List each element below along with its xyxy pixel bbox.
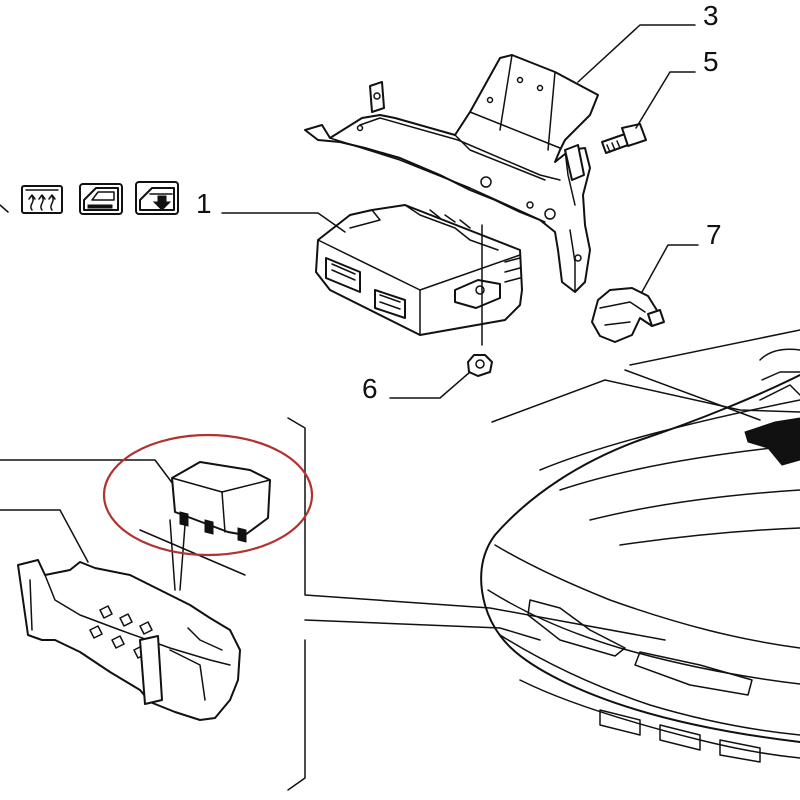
callout-number-7: 7 <box>706 219 722 250</box>
location-bracket-lines <box>287 417 666 791</box>
rear-defroster-icon <box>21 185 63 214</box>
part-1-control-unit <box>315 204 523 336</box>
door-lock-icon <box>79 183 123 215</box>
callout-number-6: 6 <box>362 373 378 404</box>
part-7-clip <box>591 287 665 343</box>
part-6-nut <box>467 354 493 377</box>
function-icons <box>0 181 179 215</box>
callout-number-5: 5 <box>703 46 719 77</box>
car-front-illustration <box>480 329 800 763</box>
callout-number-1: 1 <box>196 188 212 219</box>
highlight-ellipse <box>102 433 314 557</box>
relay-mounting-plate <box>0 459 271 721</box>
part-5-bolt <box>601 123 647 154</box>
callout-leaders <box>221 24 699 399</box>
part-3-bracket <box>304 54 599 293</box>
window-lift-icon <box>135 181 179 215</box>
callout-number-3: 3 <box>703 0 719 31</box>
